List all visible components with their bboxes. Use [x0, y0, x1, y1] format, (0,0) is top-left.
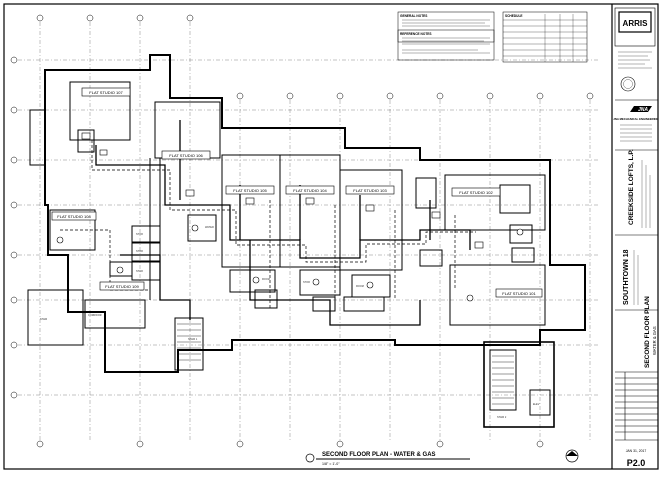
- engineer-logo: JNA: [638, 107, 648, 113]
- svg-text:STOR: STOR: [136, 233, 143, 236]
- svg-text:STAIR 2: STAIR 2: [497, 416, 507, 419]
- svg-text:ROOM: ROOM: [356, 285, 364, 288]
- unit-label-105: FLAT STUDIO 105: [233, 188, 267, 193]
- reference-notes-header: REFERENCE NOTES: [400, 32, 432, 36]
- sheet-date: JAN 31, 2017: [626, 449, 647, 453]
- engineer-seal-icon: [620, 76, 636, 92]
- unit-label-109: FLAT STUDIO 109: [105, 284, 139, 289]
- unit-label-108: FLAT STUDIO 108: [57, 214, 91, 219]
- unit-label-104: FLAT STUDIO 104: [293, 188, 327, 193]
- unit-label-101: FLAT STUDIO 101: [502, 291, 536, 296]
- owner-name: CREEKSIDE LOFTS, L.P.: [628, 149, 635, 225]
- drawing-title-bubble: [305, 453, 315, 463]
- project-name: SOUTHTOWN 18: [623, 249, 630, 305]
- unit-label-107: FLAT STUDIO 107: [89, 90, 123, 95]
- svg-text:CORRIDOR: CORRIDOR: [88, 314, 102, 317]
- sheet-subtitle: WATER & GAS: [652, 326, 657, 355]
- drawing-scale: 1/8" = 1'-0": [322, 462, 340, 466]
- sheet-number: P2.0: [627, 458, 646, 468]
- schedule-header: SCHEDULE: [505, 14, 523, 18]
- svg-text:STOR: STOR: [136, 250, 143, 253]
- svg-text:STOR: STOR: [303, 281, 310, 284]
- svg-text:WATER: WATER: [205, 226, 214, 229]
- sheet-title: SECOND FLOOR PLAN: [644, 296, 651, 368]
- svg-text:STOR: STOR: [136, 270, 143, 273]
- engineer-logo-mark: JNA: [630, 106, 652, 113]
- drawing-title: SECOND FLOOR PLAN - WATER & GAS: [322, 452, 436, 458]
- unit-label-102: FLAT STUDIO 102: [459, 190, 493, 195]
- unit-label-103: FLAT STUDIO 103: [353, 188, 387, 193]
- engineer-name: JNA MECHANICAL ENGINEERING: [613, 117, 658, 121]
- svg-text:ELEV: ELEV: [533, 403, 540, 406]
- unit-label-106: FLAT STUDIO 106: [169, 153, 203, 158]
- general-notes-header: GENERAL NOTES: [400, 14, 427, 18]
- svg-text:STAIR: STAIR: [40, 318, 47, 321]
- svg-text:ROOM: ROOM: [262, 278, 270, 281]
- architect-logo: ARRIS: [623, 19, 649, 28]
- svg-text:STAIR 1: STAIR 1: [188, 338, 198, 341]
